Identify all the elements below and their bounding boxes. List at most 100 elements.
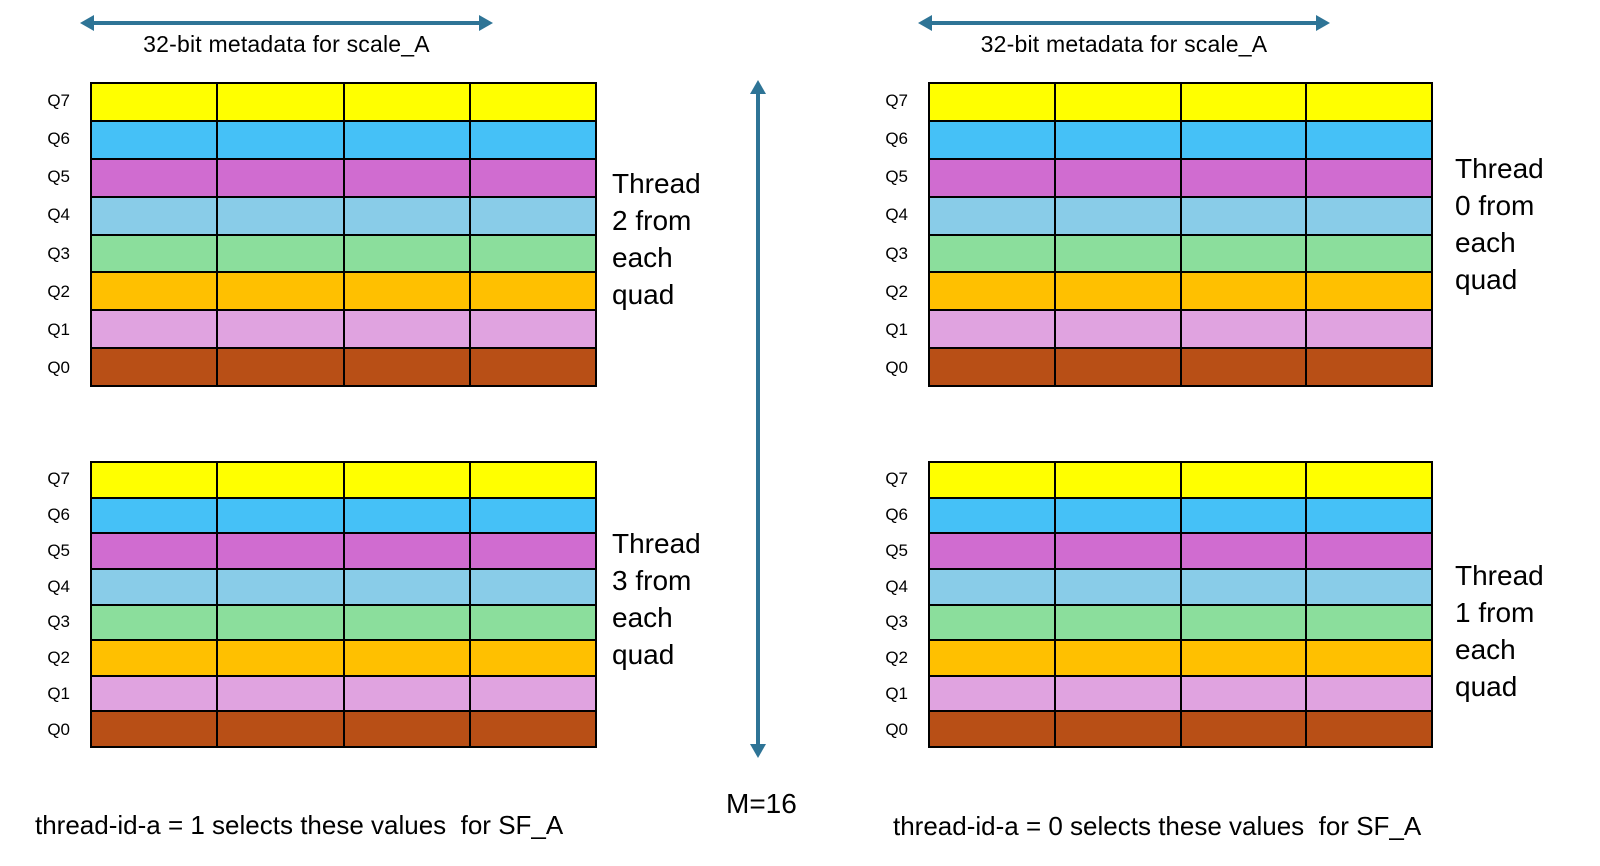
- row-label-q5: Q5: [885, 540, 908, 560]
- metadata-cell-q6-col3: [1306, 120, 1432, 159]
- metadata-row-q6: [91, 497, 596, 534]
- metadata-cell-q7-col2: [343, 462, 470, 498]
- metadata-cell-q7-col2: [1180, 462, 1307, 498]
- metadata-cell-q3-col0: [91, 234, 218, 273]
- metadata-cell-q6-col2: [343, 497, 470, 534]
- metadata-cell-q4-col0: [91, 568, 218, 605]
- metadata-row-q0: [91, 348, 596, 386]
- metadata-cell-q4-col3: [1306, 568, 1432, 605]
- metadata-cell-q2-col3: [1306, 272, 1432, 311]
- row-label-q0: Q0: [47, 720, 70, 740]
- metadata-row-q6: [91, 120, 596, 159]
- row-label-q4: Q4: [47, 576, 70, 596]
- metadata-cell-q3-col1: [1054, 234, 1181, 273]
- metadata-cell-q2-col0: [929, 272, 1055, 311]
- metadata-cell-q3-col2: [1180, 604, 1307, 641]
- row-label-q4: Q4: [885, 576, 908, 596]
- metadata-row-q6: [929, 497, 1432, 534]
- metadata-row-q2: [929, 272, 1432, 311]
- row-label-q2: Q2: [47, 648, 70, 668]
- arrow-shaft: [928, 21, 1320, 25]
- metadata-row-q7: [91, 83, 596, 121]
- metadata-cell-q0-col3: [469, 348, 596, 386]
- row-label-q5: Q5: [47, 540, 70, 560]
- row-label-q6: Q6: [47, 129, 70, 149]
- metadata-cell-q3-col3: [1306, 604, 1432, 641]
- metadata-cell-q2-col2: [1180, 640, 1307, 676]
- row-label-q5: Q5: [885, 167, 908, 187]
- metadata-cell-q0-col2: [343, 711, 470, 747]
- metadata-cell-q5-col0: [91, 533, 218, 569]
- metadata-row-q5: [929, 158, 1432, 197]
- metadata-cell-q0-col0: [929, 711, 1055, 747]
- metadata-cell-q1-col0: [929, 310, 1055, 349]
- metadata-cell-q1-col2: [1180, 675, 1307, 712]
- metadata-cell-q4-col0: [91, 196, 218, 235]
- metadata-cell-q7-col2: [1180, 83, 1307, 121]
- metadata-cell-q1-col2: [343, 310, 470, 349]
- metadata-cell-q0-col1: [1054, 711, 1181, 747]
- metadata-cell-q5-col0: [91, 158, 218, 197]
- row-label-q7: Q7: [885, 468, 908, 488]
- m-dimension-label: M=16: [726, 788, 797, 819]
- metadata-cell-q2-col2: [343, 272, 470, 311]
- metadata-cell-q4-col3: [469, 196, 596, 235]
- metadata-cell-q6-col2: [1180, 120, 1307, 159]
- row-label-q0: Q0: [885, 357, 908, 377]
- metadata-cell-q0-col2: [343, 348, 470, 386]
- metadata-cell-q0-col1: [1054, 348, 1181, 386]
- metadata-cell-q1-col2: [343, 675, 470, 712]
- metadata-cell-q1-col3: [1306, 310, 1432, 349]
- arrow-head-right-icon: [1316, 15, 1330, 31]
- metadata-cell-q4-col2: [1180, 196, 1307, 235]
- metadata-cell-q0-col0: [929, 348, 1055, 386]
- metadata-cell-q6-col3: [469, 497, 596, 534]
- arrow-shaft: [90, 21, 483, 25]
- metadata-row-q4: [91, 568, 596, 605]
- metadata-row-q3: [91, 234, 596, 273]
- metadata-cell-q7-col1: [1054, 83, 1181, 121]
- metadata-table: [90, 461, 597, 748]
- metadata-cell-q2-col1: [217, 272, 344, 311]
- row-label-q6: Q6: [47, 504, 70, 524]
- metadata-cell-q3-col2: [343, 604, 470, 641]
- metadata-row-q3: [929, 234, 1432, 273]
- arrow-shaft: [756, 90, 760, 748]
- metadata-cell-q2-col0: [91, 272, 218, 311]
- metadata-cell-q5-col3: [469, 533, 596, 569]
- metadata-cell-q4-col2: [1180, 568, 1307, 605]
- metadata-row-q4: [929, 196, 1432, 235]
- metadata-cell-q3-col2: [1180, 234, 1307, 273]
- metadata-cell-q0-col3: [469, 711, 596, 747]
- metadata-cell-q4-col1: [1054, 568, 1181, 605]
- metadata-cell-q5-col3: [1306, 158, 1432, 197]
- metadata-cell-q2-col3: [1306, 640, 1432, 676]
- metadata-cell-q6-col2: [1180, 497, 1307, 534]
- metadata-cell-q7-col2: [343, 83, 470, 121]
- metadata-row-q0: [929, 711, 1432, 747]
- metadata-cell-q7-col0: [929, 83, 1055, 121]
- metadata-cell-q3-col3: [1306, 234, 1432, 273]
- arrow-head-right-icon: [479, 15, 493, 31]
- metadata-cell-q7-col3: [1306, 83, 1432, 121]
- row-label-q1: Q1: [885, 319, 908, 339]
- metadata-cell-q1-col3: [469, 675, 596, 712]
- row-label-q7: Q7: [47, 91, 70, 111]
- metadata-row-q1: [91, 675, 596, 712]
- metadata-cell-q1-col1: [1054, 310, 1181, 349]
- metadata-cell-q2-col3: [469, 272, 596, 311]
- metadata-cell-q4-col3: [469, 568, 596, 605]
- row-label-q1: Q1: [47, 684, 70, 704]
- metadata-row-q7: [929, 462, 1432, 498]
- metadata-cell-q7-col1: [217, 462, 344, 498]
- row-label-q2: Q2: [885, 648, 908, 668]
- metadata-cell-q5-col2: [343, 158, 470, 197]
- metadata-cell-q2-col1: [1054, 640, 1181, 676]
- metadata-cell-q3-col1: [1054, 604, 1181, 641]
